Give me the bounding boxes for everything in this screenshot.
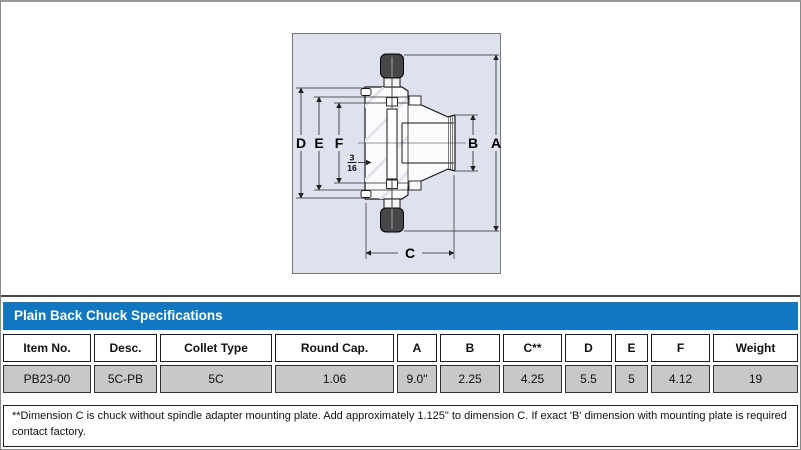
column-header-b: B xyxy=(440,334,500,362)
key-slot xyxy=(386,108,398,180)
column-header-desc: Desc. xyxy=(94,334,157,362)
label-b: B xyxy=(468,135,478,151)
spec-value-c: 4.25 xyxy=(503,365,562,393)
chuck-diagram: D E F B A C 3 16 xyxy=(292,33,501,274)
spec-value-round-cap: 1.06 xyxy=(275,365,394,393)
column-header-d: D xyxy=(565,334,612,362)
label-a: A xyxy=(491,135,501,151)
spec-value-collet-type: 5C xyxy=(160,365,272,393)
label-d: D xyxy=(296,135,306,151)
dimension-lines xyxy=(298,54,499,256)
spec-value-weight: 19 xyxy=(713,365,798,393)
fraction-numerator: 3 xyxy=(350,153,355,163)
spec-value-desc: 5C-PB xyxy=(94,365,157,393)
chuck-diagram-panel: D E F B A C 3 16 xyxy=(292,33,501,274)
column-header-round-cap: Round Cap. xyxy=(275,334,394,362)
column-header-item-no: Item No. xyxy=(3,334,91,362)
column-header-e: E xyxy=(615,334,648,362)
spec-value-a: 9.0" xyxy=(397,365,437,393)
extension-lines xyxy=(296,54,499,259)
column-header-collet-type: Collet Type xyxy=(160,334,272,362)
spec-value-e: 5 xyxy=(615,365,648,393)
label-e: E xyxy=(314,135,323,151)
spec-value-f: 4.12 xyxy=(651,365,710,393)
spec-value-d: 5.5 xyxy=(565,365,612,393)
label-f: F xyxy=(335,135,344,151)
column-header-weight: Weight xyxy=(713,334,798,362)
column-header-c: C** xyxy=(503,334,562,362)
fraction-3-16: 3 16 xyxy=(347,153,357,174)
column-header-a: A xyxy=(397,334,437,362)
column-header-f: F xyxy=(651,334,710,362)
footnote-text: **Dimension C is chuck without spindle a… xyxy=(12,410,787,438)
dimension-labels: D E F B A C xyxy=(296,135,501,261)
spec-value-b: 2.25 xyxy=(440,365,500,393)
table-title-bar: Plain Back Chuck Specifications xyxy=(3,302,798,330)
drawing-section: D E F B A C 3 16 xyxy=(1,2,800,297)
spec-value-item-no: PB23-00 xyxy=(3,365,91,393)
fraction-denominator: 16 xyxy=(347,163,357,173)
table-title: Plain Back Chuck Specifications xyxy=(14,308,223,323)
label-c: C xyxy=(405,245,415,261)
footnote-box: **Dimension C is chuck without spindle a… xyxy=(3,405,798,447)
